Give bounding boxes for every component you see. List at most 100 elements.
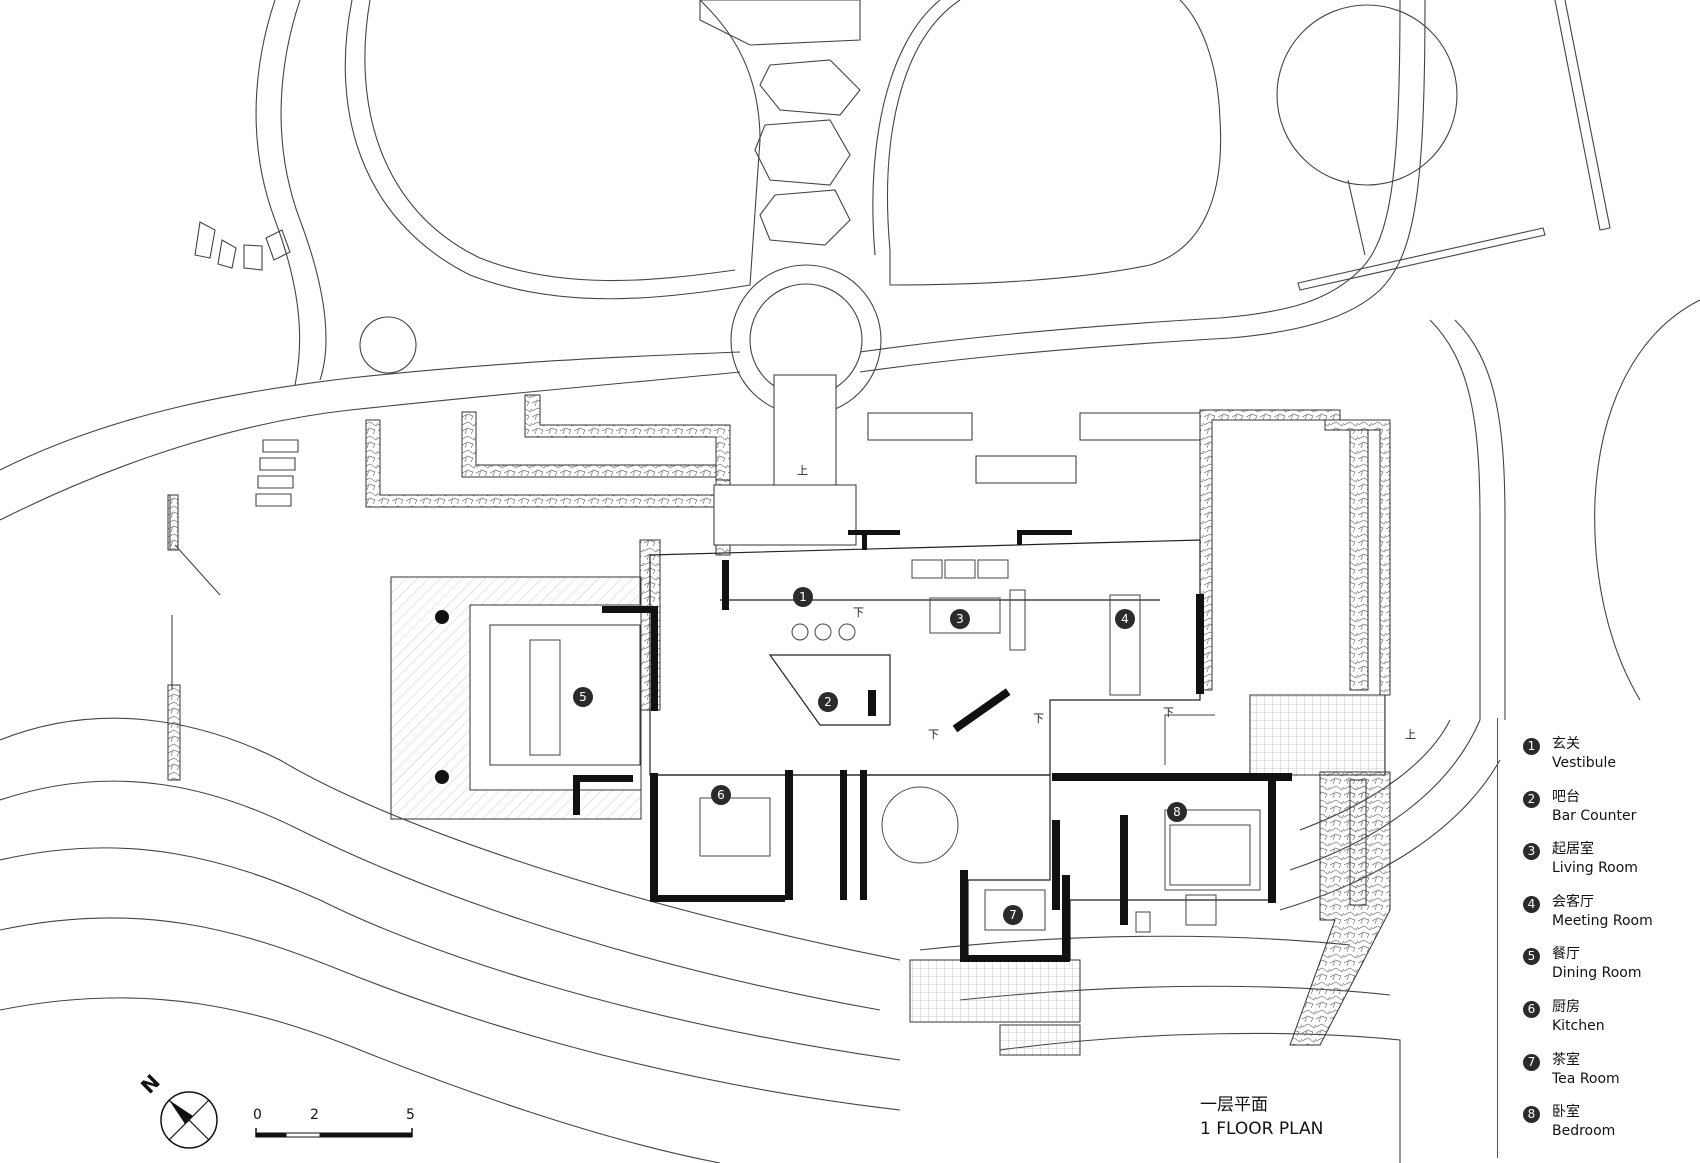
room-legend: 1 玄关 Vestibule 2 吧台 Bar Counter 3 起居室 Li… xyxy=(1523,735,1693,1156)
down-marker: 下 xyxy=(1033,712,1044,725)
scale-tick-0: 0 xyxy=(253,1107,262,1123)
plan-title-en: 1 FLOOR PLAN xyxy=(1200,1119,1324,1139)
room-marker-8: 8 xyxy=(1167,802,1187,822)
stepping-stone xyxy=(259,457,296,471)
legend-en: Tea Room xyxy=(1552,1070,1620,1087)
legend-text: 玄关 Vestibule xyxy=(1552,735,1616,773)
road-edge-5 xyxy=(1429,319,1481,720)
legend-en: Vestibule xyxy=(1552,755,1617,771)
legend-en: Bar Counter xyxy=(1552,807,1637,824)
legend-text: 茶室 Tea Room xyxy=(1552,1051,1620,1089)
wall-top-right xyxy=(1297,227,1546,291)
lawn-right-inner xyxy=(872,0,941,256)
contour xyxy=(0,717,901,961)
small-circle xyxy=(359,316,417,374)
planter xyxy=(1079,412,1201,441)
lawn-right xyxy=(887,0,1222,286)
contour xyxy=(0,997,721,1163)
lawn-left xyxy=(344,0,761,300)
contour xyxy=(919,935,1351,951)
legend-en: Meeting Room xyxy=(1552,912,1653,929)
entry-path-lower xyxy=(713,484,857,546)
legend-zh: 玄关 xyxy=(1552,736,1580,752)
stepping-stone xyxy=(262,439,299,453)
stepping-stone xyxy=(243,244,263,271)
room-marker-label: 7 xyxy=(1009,908,1017,922)
scale-tick-5: 5 xyxy=(406,1107,415,1123)
legend-zh: 吧台 xyxy=(1552,788,1580,805)
legend-number: 7 xyxy=(1523,1053,1540,1071)
legend-number: 4 xyxy=(1523,895,1540,913)
down-marker: 下 xyxy=(853,606,864,619)
legend-divider xyxy=(1497,718,1498,1158)
legend-zh: 茶室 xyxy=(1552,1051,1580,1068)
road-edge-6 xyxy=(1454,319,1506,720)
columns xyxy=(435,535,1022,784)
legend-zh: 餐厅 xyxy=(1552,946,1580,963)
lawn-left-inner xyxy=(364,0,736,282)
room-marker-label: 6 xyxy=(717,788,725,802)
room-marker-2: 2 xyxy=(818,692,838,712)
scale-tick-2: 2 xyxy=(310,1107,319,1123)
road-top-2 xyxy=(255,0,301,386)
lawn-far-right xyxy=(1594,299,1700,701)
legend-en: Bedroom xyxy=(1552,1123,1616,1140)
up-marker: 上 xyxy=(1405,728,1416,741)
stepping-stone xyxy=(759,59,861,116)
legend-number: 2 xyxy=(1523,790,1540,808)
legend-text: 吧台 Bar Counter xyxy=(1552,788,1636,826)
legend-zh: 厨房 xyxy=(1552,998,1580,1015)
room-marker-5: 5 xyxy=(573,687,593,707)
legend-zh: 起居室 xyxy=(1552,841,1594,858)
legend-text: 卧室 Bedroom xyxy=(1552,1103,1615,1141)
legend-text: 会客厅 Meeting Room xyxy=(1552,893,1653,931)
legend-item: 1 玄关 Vestibule xyxy=(1523,735,1693,788)
room-marker-7: 7 xyxy=(1003,905,1023,925)
round-pool xyxy=(1276,4,1458,186)
road-edge-3 xyxy=(859,0,1401,353)
room-marker-label: 3 xyxy=(956,612,964,626)
legend-item: 8 卧室 Bedroom xyxy=(1523,1103,1693,1156)
room-marker-label: 1 xyxy=(799,590,807,604)
scale-bar xyxy=(255,1128,413,1138)
legend-zh: 卧室 xyxy=(1552,1104,1580,1121)
room-marker-label: 4 xyxy=(1121,612,1129,626)
room-markers: 1 2 3 4 5 6 7 8 xyxy=(573,587,1187,925)
stepping-stone xyxy=(194,221,216,259)
stepping-stone xyxy=(217,239,237,269)
room-marker-1: 1 xyxy=(793,587,813,607)
room-marker-6: 6 xyxy=(711,785,731,805)
legend-text: 餐厅 Dining Room xyxy=(1552,945,1642,983)
up-marker: 上 xyxy=(797,464,808,477)
legend-item: 4 会客厅 Meeting Room xyxy=(1523,893,1693,946)
legend-number: 1 xyxy=(1523,738,1540,755)
furniture xyxy=(529,559,1261,933)
down-marker: 下 xyxy=(928,728,939,741)
legend-text: 厨房 Kitchen xyxy=(1552,998,1605,1036)
road-edge-1 xyxy=(0,351,741,471)
stairs-down-2 xyxy=(999,1024,1081,1056)
pool-line xyxy=(1347,179,1366,256)
road-edge-2 xyxy=(0,371,741,521)
room-marker-label: 8 xyxy=(1173,805,1181,819)
level-markers: 上 上 下 下 下 下 xyxy=(797,464,1416,741)
legend-item: 7 茶室 Tea Room xyxy=(1523,1051,1693,1104)
north-arrow-icon xyxy=(160,1091,218,1149)
walls xyxy=(573,530,1292,962)
stepping-stone xyxy=(257,475,294,489)
contour xyxy=(0,780,881,1011)
legend-number: 5 xyxy=(1523,948,1540,966)
wall-top-right-2 xyxy=(1554,0,1611,231)
legend-text: 起居室 Living Room xyxy=(1552,840,1638,878)
stepping-stone xyxy=(754,119,851,186)
legend-number: 8 xyxy=(1523,1106,1540,1124)
room-marker-label: 5 xyxy=(579,690,587,704)
down-marker: 下 xyxy=(1163,706,1174,719)
legend-item: 2 吧台 Bar Counter xyxy=(1523,788,1693,841)
stairs-down xyxy=(909,959,1081,1023)
legend-item: 3 起居室 Living Room xyxy=(1523,840,1693,893)
entry-path xyxy=(773,374,837,496)
legend-en: Living Room xyxy=(1552,860,1638,877)
